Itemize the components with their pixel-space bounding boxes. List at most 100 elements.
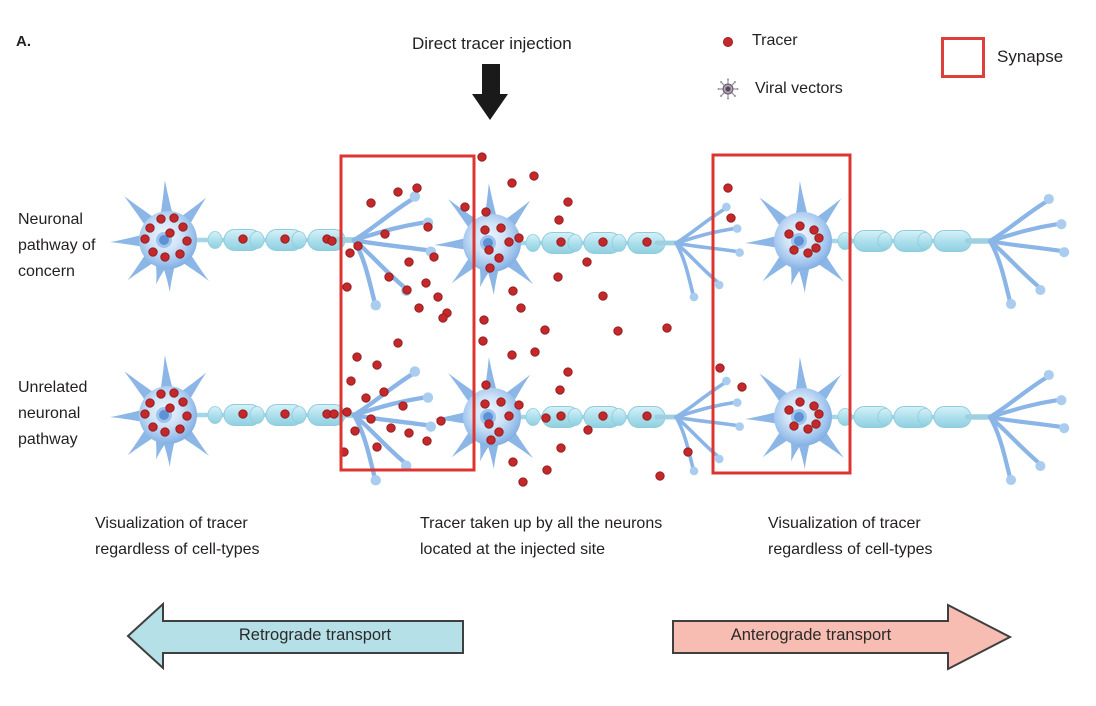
myelin-bead	[291, 406, 307, 424]
tracer-dot	[795, 397, 805, 407]
tracer-dot	[809, 401, 819, 411]
tracer-dot	[380, 229, 390, 239]
myelin-bead	[877, 232, 893, 250]
tracer-dot	[145, 223, 155, 233]
tracer-dot	[480, 399, 490, 409]
tracer-dot	[504, 411, 514, 421]
tracer-dot	[342, 282, 352, 292]
tracer-dot	[402, 285, 412, 295]
myelin-bead	[611, 234, 627, 252]
tracer-dot	[529, 171, 539, 181]
terminal-bouton	[1056, 395, 1067, 406]
terminal-bouton	[735, 248, 744, 257]
terminal-bouton	[689, 292, 699, 302]
tracer-dot	[803, 424, 813, 434]
synapse-box-icon	[941, 37, 985, 78]
tracer-dot	[809, 225, 819, 235]
tracer-dot	[404, 428, 414, 438]
tracer-dot	[182, 236, 192, 246]
synapse-box-right	[711, 153, 852, 475]
tracer-dot	[169, 213, 179, 223]
tracer-dot	[481, 207, 491, 217]
axon-terminal	[964, 369, 1070, 486]
tracer-dot	[683, 447, 693, 457]
neuron	[110, 355, 210, 467]
legend-viral-vectors-label: Viral vectors	[755, 80, 843, 97]
axon	[514, 406, 676, 428]
tracer-dot	[514, 233, 524, 243]
tracer-dot	[238, 409, 248, 419]
myelin-bead	[525, 408, 541, 426]
tracer-dot	[156, 214, 166, 224]
myelin-bead	[917, 408, 933, 426]
tracer-dot	[514, 400, 524, 410]
myelin-bead	[525, 234, 541, 252]
terminal-bouton	[409, 191, 421, 202]
tracer-dot	[386, 423, 396, 433]
tracer-dot	[555, 385, 565, 395]
tracer-dot	[556, 411, 566, 421]
tracer-dot	[169, 388, 179, 398]
tracer-dot	[784, 405, 794, 415]
tracer-dot	[148, 422, 158, 432]
tracer-dot	[553, 272, 563, 282]
tracer-dot	[429, 252, 439, 262]
anterograde-arrow	[672, 603, 1013, 671]
tracer-dot	[433, 292, 443, 302]
tracer-dot	[486, 435, 496, 445]
tracer-dot	[598, 291, 608, 301]
tracer-dot	[554, 215, 564, 225]
tracer-dot	[346, 376, 356, 386]
tracer-dot	[598, 411, 608, 421]
tracer-dot	[504, 237, 514, 247]
tracer-dot	[582, 257, 592, 267]
overlay-layer	[126, 64, 1013, 671]
tracer-dot-icon	[723, 37, 733, 47]
row-label-unrelated-neuronal-pathway: Unrelated neuronal pathway	[18, 379, 88, 448]
tracer-dot	[723, 183, 733, 193]
axon-terminal	[654, 376, 744, 476]
neuron	[745, 181, 845, 293]
terminal-bouton	[1059, 423, 1070, 434]
tracer-dot	[507, 350, 517, 360]
tracer-dot	[518, 477, 528, 487]
axon	[514, 232, 676, 254]
tracer-dot	[481, 380, 491, 390]
tracer-dot	[178, 397, 188, 407]
terminal-bouton	[714, 454, 724, 464]
tracer-dot	[496, 397, 506, 407]
caption-right: Visualization of tracer regardless of ce…	[768, 515, 933, 558]
legend-tracer-label: Tracer	[752, 32, 798, 49]
terminal-bouton	[1005, 474, 1017, 486]
tracer-dot	[175, 249, 185, 259]
injection-arrow-icon	[472, 64, 508, 120]
tracer-dot	[811, 243, 821, 253]
tracer-dot	[507, 178, 517, 188]
tracer-dot	[140, 409, 150, 419]
tracer-dot	[372, 360, 382, 370]
caption-left: Visualization of tracer regardless of ce…	[95, 515, 260, 558]
tracer-dots-layer	[140, 152, 824, 487]
terminal-bouton	[1005, 298, 1017, 310]
tracer-dot	[494, 253, 504, 263]
neurons-layer	[110, 180, 1070, 486]
tracer-dot	[366, 198, 376, 208]
terminal-bouton	[1035, 284, 1046, 296]
tracer-dot	[165, 228, 175, 238]
tracer-dot	[404, 257, 414, 267]
tracer-dot	[477, 152, 487, 162]
tracer-dot	[182, 411, 192, 421]
tracer-dot	[556, 443, 566, 453]
tracer-dot	[361, 393, 371, 403]
terminal-bouton	[1043, 369, 1054, 381]
myelin-bead	[611, 408, 627, 426]
terminal-bouton	[409, 366, 421, 377]
tracer-dot	[484, 419, 494, 429]
axon	[825, 230, 990, 252]
tracer-dot	[814, 409, 824, 419]
terminal-bouton	[1043, 193, 1054, 205]
tracer-dot	[398, 401, 408, 411]
axon-terminal	[964, 193, 1070, 310]
